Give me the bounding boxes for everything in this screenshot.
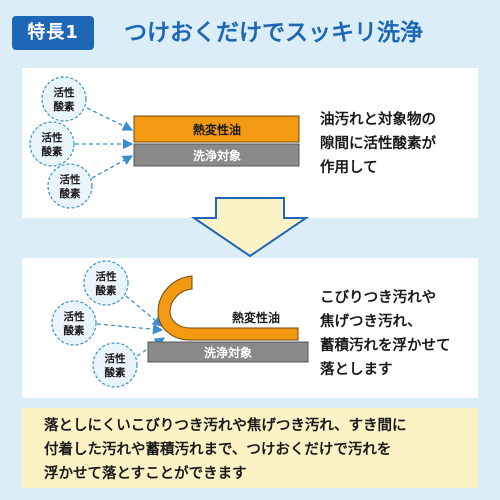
oxygen-bubble-3: 活性 酸素 — [47, 163, 93, 209]
bubble-label-line2: 酸素 — [96, 284, 117, 297]
description-line: 隙間に活性酸素が — [320, 136, 436, 152]
header: 特長1 つけおくだけでスッキリ洗浄 — [0, 0, 500, 60]
arrow-line — [91, 155, 134, 179]
bubble-label-line1: 活性 — [96, 270, 117, 283]
target-label: 洗浄対象 — [204, 345, 252, 360]
bubble-label-line2: 酸素 — [105, 366, 126, 379]
curled-oil-layer — [157, 275, 299, 341]
before-description: 油汚れと対象物の 隙間に活性酸素が 作用して — [320, 108, 436, 180]
cleaning-target-layer — [147, 341, 309, 363]
diagram-after: 活性 酸素 活性 酸素 活性 酸素 熱変性油 洗浄対象 — [51, 260, 309, 388]
heat-denatured-oil-layer — [133, 115, 300, 143]
bubble-label-line1: 活性 — [54, 86, 75, 99]
summary-box: 落としにくいこびりつき汚れや焦げつき汚れ、すき間に 付着した汚れや蓄積汚れまで、… — [22, 408, 478, 488]
oxygen-bubble-2: 活性 酸素 — [51, 300, 97, 346]
down-arrow-icon — [190, 197, 310, 258]
bubble-label-line1: 活性 — [105, 352, 126, 365]
target-label: 洗浄対象 — [193, 148, 241, 163]
description-line: 蓄積汚れを浮かせて — [320, 338, 451, 354]
summary-line: 付着した汚れや蓄積汚れまで、つけおくだけで汚れを — [44, 442, 392, 458]
bubble-label-line2: 酸素 — [42, 145, 63, 158]
oxygen-bubble-1: 活性 酸素 — [83, 260, 129, 306]
diagram-before: 活性 酸素 活性 酸素 活性 酸素 熱変性油 洗浄対象 — [29, 76, 300, 209]
summary-line: 浮かせて落とすことができます — [44, 466, 247, 482]
feature-badge: 特長1 — [12, 16, 94, 50]
bubble-label-line1: 活性 — [42, 131, 63, 144]
bubble-label-line2: 酸素 — [60, 187, 81, 200]
oxygen-bubble-2: 活性 酸素 — [29, 121, 75, 167]
oxygen-bubble-3: 活性 酸素 — [92, 342, 138, 388]
description-line: 焦げつき汚れ、 — [320, 314, 422, 330]
description-line: こびりつき汚れや — [320, 290, 437, 306]
oil-label: 熱変性油 — [232, 310, 280, 325]
arrow-line — [96, 323, 164, 335]
after-description: こびりつき汚れや 焦げつき汚れ、 蓄積汚れを浮かせて 落とします — [320, 286, 451, 382]
oil-label: 熱変性油 — [193, 122, 241, 137]
summary-line: 落としにくいこびりつき汚れや焦げつき汚れ、すき間に — [44, 418, 407, 434]
bubble-label-line1: 活性 — [60, 173, 81, 186]
diagram-panel-after: 活性 酸素 活性 酸素 活性 酸素 熱変性油 洗浄対象 こびりつき汚れや 焦げつ… — [22, 258, 478, 398]
diagram-panel-before: 活性 酸素 活性 酸素 活性 酸素 熱変性油 洗浄対象 油汚れと対象物の 隙間に… — [22, 68, 478, 218]
bubble-label-line2: 酸素 — [64, 324, 85, 337]
cleaning-target-layer — [133, 143, 300, 167]
bubble-label-line1: 活性 — [64, 310, 85, 323]
arrow-line — [86, 107, 134, 131]
description-line: 油汚れと対象物の — [320, 112, 436, 128]
bubble-label-line2: 酸素 — [54, 100, 75, 113]
arrow-line — [125, 295, 163, 327]
page-title: つけおくだけでスッキリ洗浄 — [124, 20, 423, 46]
oxygen-bubble-1: 活性 酸素 — [41, 76, 87, 122]
description-line: 作用して — [320, 160, 378, 176]
description-line: 落とします — [320, 362, 393, 378]
